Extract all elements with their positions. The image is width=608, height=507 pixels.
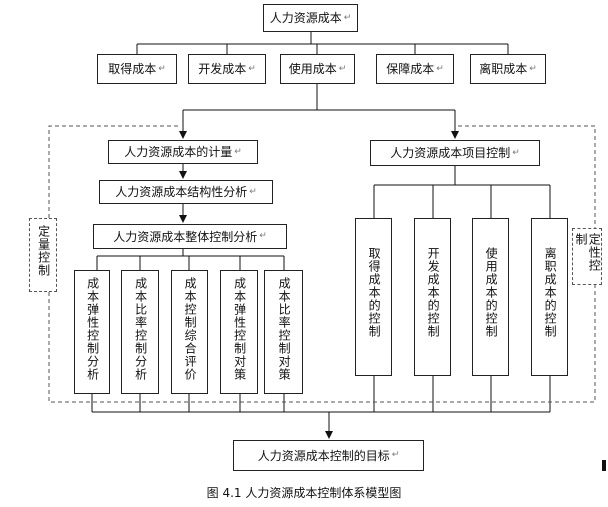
category-box-separation: 离职成本↵ [470,54,546,84]
root-box: 人力资源成本↵ [263,4,358,32]
return-mark: ↵ [529,63,537,74]
measure-box: 人力资源成本的计量↵ [108,140,258,164]
structure-analysis-label: 人力资源成本结构性分析 [115,185,248,199]
analysis-label: 成本弹性控制对策 [232,277,247,381]
return-mark: ↵ [512,147,520,158]
category-box-development: 开发成本↵ [188,54,266,84]
quantitative-control-box: 定量控制 [29,218,57,292]
control-label: 开发成本的控制 [426,247,441,338]
control-label: 离职成本的控制 [543,247,558,338]
control-box-acquisition: 取得成本的控制 [355,218,392,376]
control-label: 取得成本的控制 [367,247,382,338]
project-control-box: 人力资源成本项目控制↵ [370,140,540,166]
analysis-box-elasticity: 成本弹性控制分析 [74,270,110,394]
category-box-security: 保障成本↵ [376,54,454,84]
control-label: 使用成本的控制 [484,247,499,338]
analysis-label: 成本比率控制分析 [133,277,148,381]
category-label: 使用成本 [288,62,337,76]
qualitative-control-label: 定性控制 [574,233,602,272]
return-mark: ↵ [391,450,400,460]
analysis-box-elasticity-measures: 成本弹性控制对策 [220,270,258,394]
return-mark: ↵ [343,12,352,23]
return-mark: ↵ [249,186,257,197]
category-box-usage: 使用成本↵ [280,54,355,84]
return-mark: ↵ [248,63,256,74]
root-label: 人力资源成本 [269,11,342,25]
control-box-development: 开发成本的控制 [414,218,451,376]
category-label: 保障成本 [386,62,435,76]
analysis-label: 成本弹性控制分析 [85,277,100,381]
quantitative-control-label: 定量控制 [36,225,51,277]
category-label: 离职成本 [479,62,528,76]
text-cursor [602,460,606,471]
analysis-box-ratio: 成本比率控制分析 [121,270,159,394]
overall-analysis-box: 人力资源成本整体控制分析↵ [93,224,287,249]
measure-label: 人力资源成本的计量 [124,145,233,159]
category-label: 取得成本 [108,62,157,76]
qualitative-control-box: 定性控制 [572,228,602,285]
analysis-label: 成本控制综合评价 [183,277,198,381]
return-mark: ↵ [158,63,166,74]
project-control-label: 人力资源成本项目控制 [390,146,511,160]
control-box-usage: 使用成本的控制 [472,218,509,376]
category-box-acquisition: 取得成本↵ [97,54,177,84]
analysis-box-ratio-measures: 成本比率控制对策 [264,270,303,394]
category-label: 开发成本 [198,62,247,76]
figure-caption: 图 4.1 人力资源成本控制体系模型图 [206,486,402,500]
return-mark: ↵ [259,231,267,241]
return-mark: ↵ [338,63,347,74]
overall-analysis-label: 人力资源成本整体控制分析 [113,229,258,244]
structure-analysis-box: 人力资源成本结构性分析↵ [99,180,273,204]
control-box-separation: 离职成本的控制 [531,218,568,376]
return-mark: ↵ [234,146,242,157]
goal-box: 人力资源成本控制的目标↵ [233,440,424,471]
analysis-label: 成本比率控制对策 [277,277,292,381]
goal-label: 人力资源成本控制的目标 [257,448,390,463]
analysis-box-evaluation: 成本控制综合评价 [171,270,208,394]
return-mark: ↵ [436,63,444,74]
